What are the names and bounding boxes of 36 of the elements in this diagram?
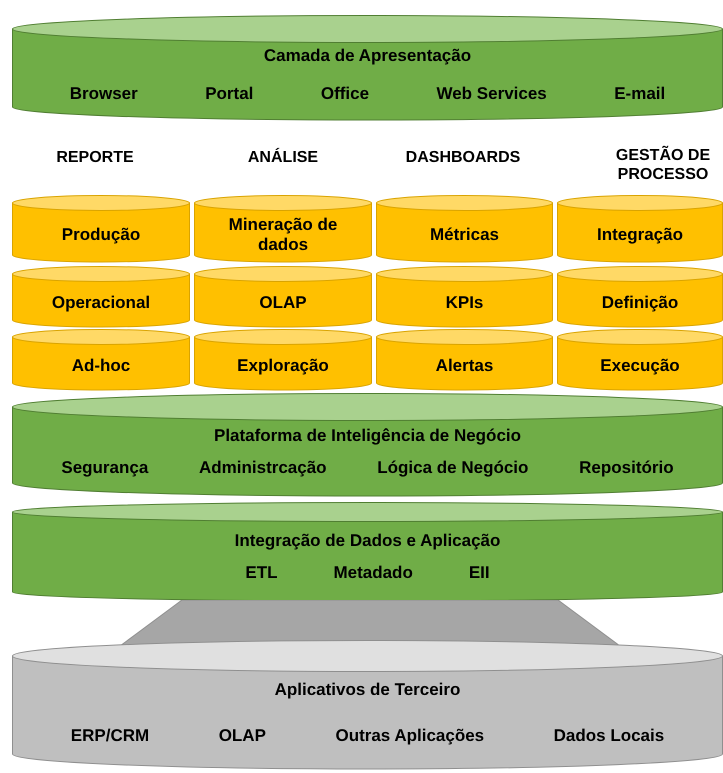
component-label: Office xyxy=(320,84,370,104)
component-label: Web Services xyxy=(436,84,547,104)
component-label: ETL xyxy=(245,563,278,583)
component-label: Browser xyxy=(70,84,138,104)
column-heading: GESTÃO DE PROCESSO xyxy=(614,146,712,184)
cylinder-label: Métricas xyxy=(430,225,499,245)
component-label: Metadado xyxy=(333,563,413,583)
component-label: Segurança xyxy=(61,458,148,478)
cylinder-label: Produção xyxy=(62,225,140,245)
component-label: Outras Aplicações xyxy=(335,726,484,746)
layer-title: Plataforma de Inteligência de Negócio xyxy=(214,426,522,446)
column-heading: DASHBOARDS xyxy=(404,148,522,168)
cylinder-label: Ad-hoc xyxy=(72,356,130,376)
cylinder-label: Operacional xyxy=(52,293,150,313)
cylinder-label: Mineração de dados xyxy=(228,215,338,255)
cylinder-label: OLAP xyxy=(259,293,307,313)
component-label: Lógica de Negócio xyxy=(377,458,528,478)
component-label: E-mail xyxy=(614,84,666,104)
cylinder-label: Execução xyxy=(600,356,680,376)
component-label: Portal xyxy=(205,84,254,104)
cylinder-label: Exploração xyxy=(237,356,329,376)
component-label: OLAP xyxy=(218,726,266,746)
component-label: EII xyxy=(468,563,490,583)
cylinder-label: Alertas xyxy=(436,356,494,376)
column-heading: ANÁLISE xyxy=(246,148,320,168)
cylinder-label: KPIs xyxy=(446,293,484,313)
component-label: Dados Locais xyxy=(554,726,664,746)
component-label: Repositório xyxy=(579,458,674,478)
layer-title: Camada de Apresentação xyxy=(264,46,472,66)
cylinder-label: Integração xyxy=(597,225,683,245)
layer-title: Integração de Dados e Aplicação xyxy=(234,531,500,551)
cylinder-label: Definição xyxy=(602,293,678,313)
column-heading: REPORTE xyxy=(55,148,135,168)
component-label: Administrcação xyxy=(199,458,327,478)
component-label: ERP/CRM xyxy=(70,726,150,746)
layer-title: Aplicativos de Terceiro xyxy=(274,680,460,700)
